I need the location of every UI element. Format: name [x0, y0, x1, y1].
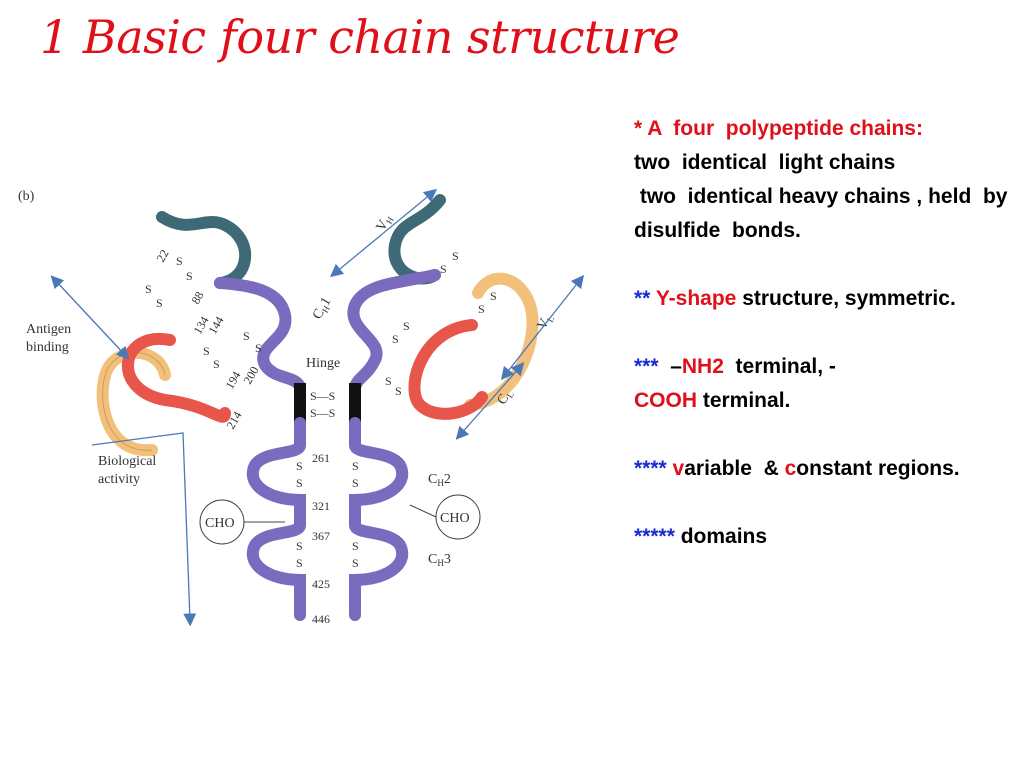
heavy-chain-ch1-right [347, 269, 441, 393]
residue-367: 367 [312, 529, 330, 543]
heavy-chain-variable-right [388, 194, 446, 285]
arrow-biological-activity [91, 432, 197, 627]
residue-261: 261 [312, 451, 330, 465]
hinge-label: Hinge [306, 356, 340, 371]
arrow-vh [329, 188, 438, 278]
arrow-antigen-binding [50, 275, 130, 360]
svg-text:S: S [385, 374, 392, 388]
hinge-disulfide-2: S—S [310, 406, 335, 420]
light-chain-constant-left [121, 332, 231, 423]
fc-disulfide-column-right: S S S S [352, 459, 359, 570]
svg-text:S: S [296, 476, 303, 490]
disulfide-bonds-right: S S S S S S S S [385, 249, 497, 398]
svg-text:S: S [176, 254, 183, 268]
residue-144: 144 [205, 314, 226, 337]
cho-label-right: CHO [440, 511, 470, 526]
svg-text:S: S [403, 319, 410, 333]
fc-disulfide-column-left: S S S S [296, 459, 303, 570]
residue-425: 425 [312, 577, 330, 591]
svg-text:S: S [296, 556, 303, 570]
antigen-binding-label-line1: Antigen [26, 322, 71, 337]
heavy-chain-variable-left [156, 211, 252, 289]
svg-text:S: S [352, 459, 359, 473]
disulfide-bonds-left: S S S S S S S S [145, 254, 262, 371]
light-chain-variable-right [464, 272, 539, 411]
hinge-right [349, 383, 361, 423]
arrow-cl [455, 362, 525, 440]
hinge-disulfide-1: S—S [310, 389, 335, 403]
light-chain-variable-left-outline [102, 352, 166, 451]
svg-text:S: S [243, 329, 250, 343]
heavy-chain-fc-left [246, 417, 306, 621]
svg-text:CH1: CH1 [310, 295, 335, 323]
residue-200: 200 [240, 364, 261, 387]
bullet-1-line-2: two identical light chains [634, 151, 896, 174]
bullet-3: *** –NH2 terminal, -COOH terminal. [634, 355, 836, 412]
svg-text:S: S [395, 384, 402, 398]
svg-text:S: S [392, 332, 399, 346]
svg-text:S: S [156, 296, 163, 310]
svg-text:S: S [490, 289, 497, 303]
bullet-2: ** Y-shape structure, symmetric. [634, 287, 956, 310]
svg-text:S: S [440, 262, 447, 276]
residue-22: 22 [153, 247, 171, 264]
bullet-list: * A four polypeptide chains: two identic… [634, 112, 1014, 554]
svg-text:S: S [478, 302, 485, 316]
svg-text:S: S [452, 249, 459, 263]
biological-activity-label-line2: activity [98, 472, 140, 487]
residue-321: 321 [312, 499, 330, 513]
label-ch2: CH2 [428, 472, 451, 488]
svg-text:S: S [352, 476, 359, 490]
antigen-binding-label-line2: binding [26, 340, 69, 355]
svg-text:S: S [213, 357, 220, 371]
cho-label-left: CHO [205, 516, 235, 531]
bullet-5: ***** domains [634, 525, 768, 548]
svg-text:S: S [186, 269, 193, 283]
svg-text:S: S [296, 459, 303, 473]
label-ch1: CH1 [310, 295, 335, 323]
light-chain-constant-right [408, 319, 488, 420]
heavy-chain-fc-right [349, 417, 409, 621]
biological-activity-label-line1: Biological [98, 454, 156, 469]
cho-connector-right [409, 504, 437, 518]
slide-title: 1 Basic four chain structure [40, 10, 680, 64]
bullet-4: **** variable & constant regions. [634, 457, 960, 480]
svg-text:S: S [203, 344, 210, 358]
residue-88: 88 [188, 289, 206, 306]
hinge-left [294, 383, 306, 423]
svg-text:S: S [352, 556, 359, 570]
antibody-structure-diagram: (b) S S S S S S S S S S S S S S S S S—S … [18, 188, 585, 627]
svg-text:S: S [296, 539, 303, 553]
panel-label: (b) [18, 189, 35, 204]
light-chain-variable-left [96, 346, 171, 457]
arrow-vl [500, 274, 585, 381]
bullet-1-line-3: two identical heavy chains , held by dis… [634, 185, 1014, 242]
label-ch3: CH3 [428, 552, 451, 568]
residue-446: 446 [312, 612, 330, 626]
svg-text:S: S [352, 539, 359, 553]
svg-text:S: S [145, 282, 152, 296]
svg-text:S: S [255, 341, 262, 355]
heavy-chain-ch1-left [214, 277, 306, 393]
bullet-1: * A four polypeptide chains: [634, 117, 923, 140]
